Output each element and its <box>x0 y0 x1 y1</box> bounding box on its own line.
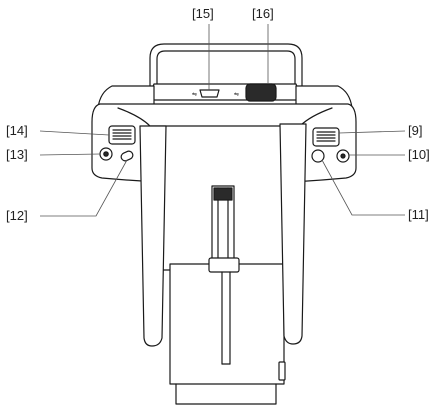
right-dial <box>312 127 340 147</box>
left-switch <box>120 150 134 162</box>
right-antenna <box>279 123 307 345</box>
svg-text:⇋: ⇋ <box>234 91 239 98</box>
device-holder <box>169 263 285 405</box>
micro-usb-port <box>199 89 220 98</box>
callout-10: [10] <box>408 147 430 162</box>
leader-12 <box>40 159 128 217</box>
callout-13: [13] <box>6 147 28 162</box>
leader-11 <box>321 159 405 216</box>
left-dial <box>108 125 136 145</box>
callout-14: [14] <box>6 123 28 138</box>
left-antenna <box>139 125 167 347</box>
leader-14 <box>39 130 110 136</box>
callout-9: [9] <box>408 123 423 138</box>
callout-15: [15] <box>192 6 214 21</box>
callout-12: [12] <box>6 208 28 223</box>
handle <box>149 43 303 89</box>
top-strip <box>147 83 303 101</box>
callout-11: [11] <box>408 207 429 222</box>
top-face-rim <box>117 107 333 127</box>
usb-port-dark <box>245 83 277 102</box>
svg-text:⇋: ⇋ <box>192 91 197 98</box>
right-button-11 <box>311 149 325 163</box>
leader-9 <box>338 130 406 134</box>
callout-16: [16] <box>252 6 274 21</box>
leader-13 <box>39 153 101 156</box>
